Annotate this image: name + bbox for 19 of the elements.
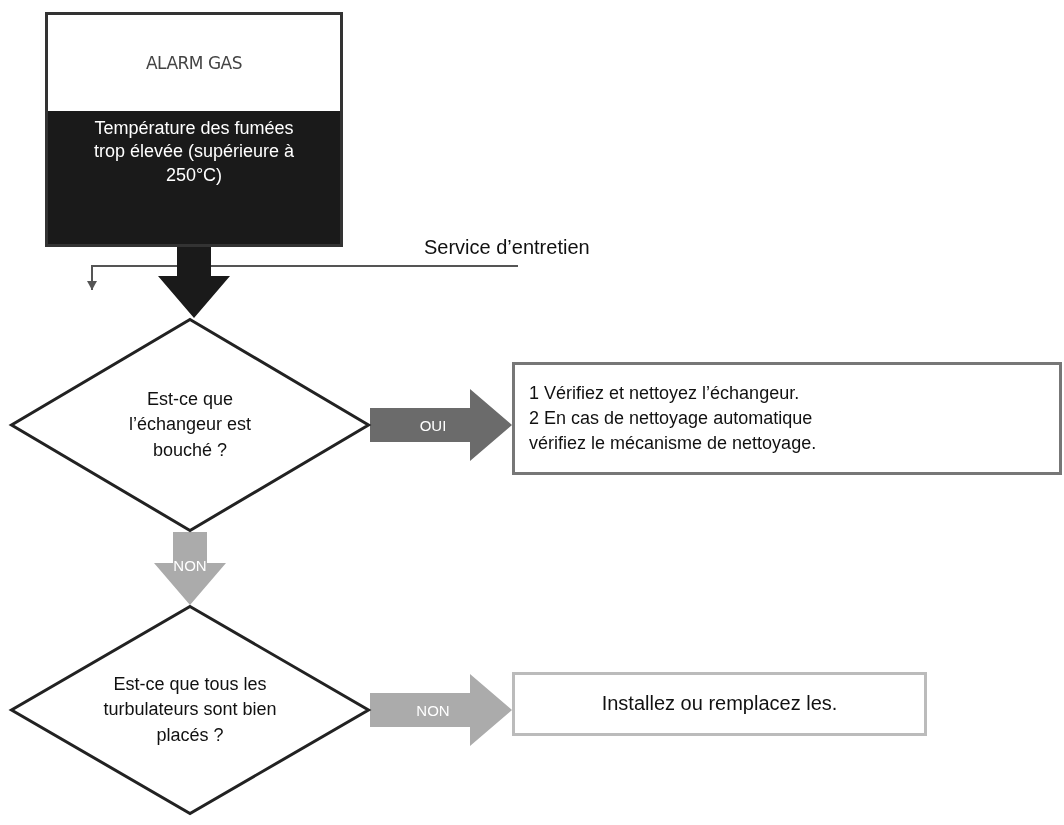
block-arrow [370,389,512,461]
alarm-title: ALARM GAS [48,15,340,111]
action-text: 2 En cas de nettoyage automatique vérifiez le mécanisme de nettoyage. [529,407,818,455]
question-text: Est-ce que tous les turbulateurs sont bien placés ? [102,673,278,747]
action-text: Installez ou remplacez les. [601,691,838,717]
arrow [87,265,519,291]
alarm-description: Température des fumées trop élevée (supérieure à 250°C) [92,117,296,187]
block-arrow [370,674,512,746]
edge-label: NON [416,701,450,719]
question-text: Est-ce que l’échangeur est bouché ? [127,388,253,462]
alarm-box [45,12,343,247]
edge-label: NON [173,556,207,574]
block-arrow [154,532,226,605]
service-label: Service d’entretien [424,236,590,259]
block-arrow [158,247,230,318]
edge-label: OUI [419,416,447,434]
action-box [512,362,1062,475]
action-text: 1 Vérifiez et nettoyez l’échangeur. [529,382,801,406]
action-box [512,672,927,736]
